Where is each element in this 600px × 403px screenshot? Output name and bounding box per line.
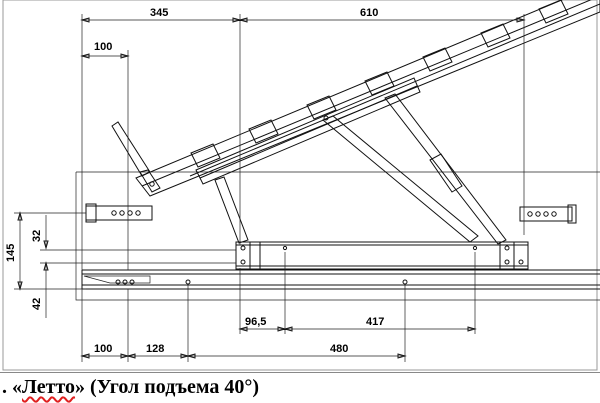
dim-145: 145 [5, 244, 17, 262]
dim-42: 42 [31, 298, 43, 310]
raised-frame [111, 0, 600, 197]
dim-480: 480 [330, 343, 348, 355]
lift-struts [214, 93, 507, 245]
lath-holders [190, 0, 569, 168]
figure-caption: . «Летто» (Угол подъема 40°) [2, 376, 259, 399]
caption-bar: . «Летто» (Угол подъема 40°) [0, 372, 600, 403]
dim-345: 345 [150, 7, 168, 19]
caption-prefix: . « [2, 376, 22, 398]
side-panel-outline [75, 171, 600, 301]
dim-96-5: 96,5 [245, 316, 266, 328]
bottom-dimensions [80, 252, 477, 362]
top-dimensions [80, 14, 526, 270]
dim-100-upper: 100 [94, 41, 112, 53]
technical-drawing: 345 610 100 145 32 42 96,5 417 100 128 4… [2, 0, 600, 371]
base-rail [81, 269, 600, 290]
lift-frame-rail [235, 241, 529, 270]
left-bracket [85, 203, 153, 223]
right-bracket [519, 204, 577, 224]
drawing-frame [2, 0, 598, 371]
caption-model-name: Летто [22, 376, 76, 398]
dim-610: 610 [360, 7, 378, 19]
dim-100-bottom: 100 [94, 343, 112, 355]
dim-32: 32 [31, 230, 43, 242]
caption-suffix: » (Угол подъема 40°) [75, 376, 260, 398]
left-dimensions [14, 211, 236, 318]
dim-128: 128 [146, 343, 164, 355]
dim-417: 417 [366, 316, 384, 328]
